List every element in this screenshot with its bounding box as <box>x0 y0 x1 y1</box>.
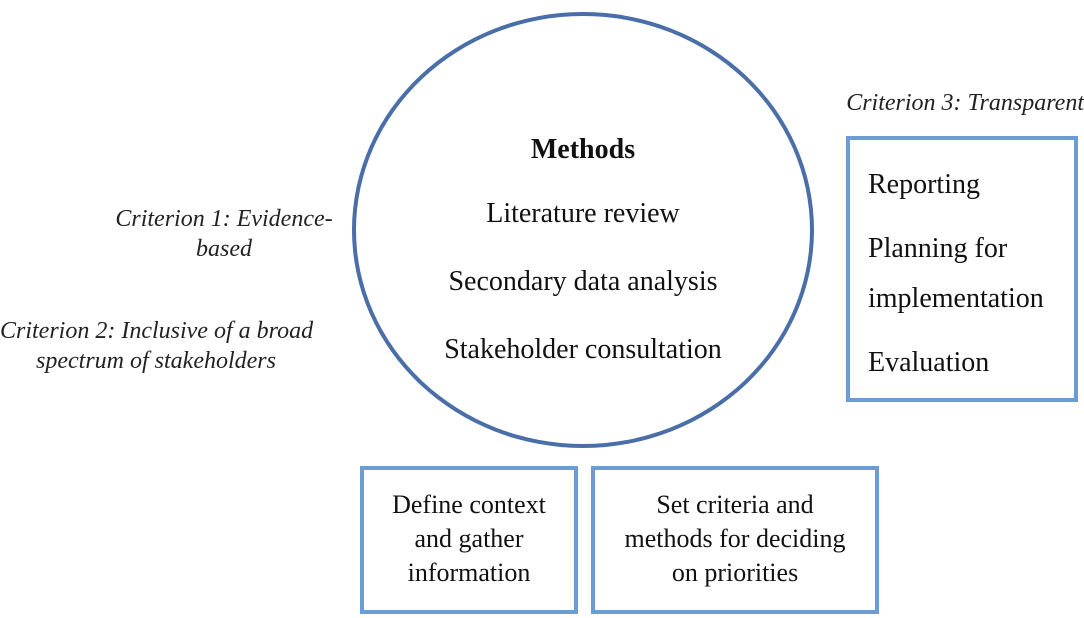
define-context-box <box>360 466 578 614</box>
output-planning: Planning for implementation <box>868 224 1044 324</box>
define-context-line-2: and gather <box>414 524 524 553</box>
outputs-box <box>846 136 1078 402</box>
criterion-2-line-2: spectrum of stakeholders <box>36 348 276 374</box>
output-reporting: Reporting <box>868 169 980 200</box>
output-evaluation: Evaluation <box>868 347 990 378</box>
methods-heading: Methods <box>530 134 636 165</box>
output-planning-line-1: Planning for <box>868 233 1008 264</box>
criterion-3-line-1: Criterion 3: Transparent <box>846 90 1084 116</box>
define-context-line-1: Define context <box>392 490 546 519</box>
method-literature-review: Literature review <box>486 198 680 229</box>
criterion-1-line-1: Criterion 1: Evidence- <box>115 206 333 232</box>
criterion-2-line-1: Criterion 2: Inclusive of a broad <box>0 318 314 344</box>
set-criteria-line-2: methods for deciding <box>624 524 846 553</box>
method-stakeholder-consultation: Stakeholder consultation <box>444 334 722 365</box>
set-criteria-text: Set criteria and methods for deciding on… <box>595 488 875 590</box>
output-planning-line-2: implementation <box>868 283 1044 314</box>
method-secondary-data-analysis: Secondary data analysis <box>448 266 718 297</box>
set-criteria-line-3: on priorities <box>671 558 799 587</box>
criterion-3-label: Criterion 3: Transparent <box>816 88 1084 118</box>
set-criteria-line-1: Set criteria and <box>656 490 814 519</box>
define-context-line-3: information <box>407 558 531 587</box>
criterion-1-line-2: based <box>196 236 252 262</box>
define-context-text: Define context and gather information <box>364 488 574 590</box>
criterion-2-label: Criterion 2: Inclusive of a broad spectr… <box>0 316 314 376</box>
criterion-1-label: Criterion 1: Evidence- based <box>92 204 356 264</box>
set-criteria-box <box>591 466 879 614</box>
methods-circle <box>352 12 814 448</box>
